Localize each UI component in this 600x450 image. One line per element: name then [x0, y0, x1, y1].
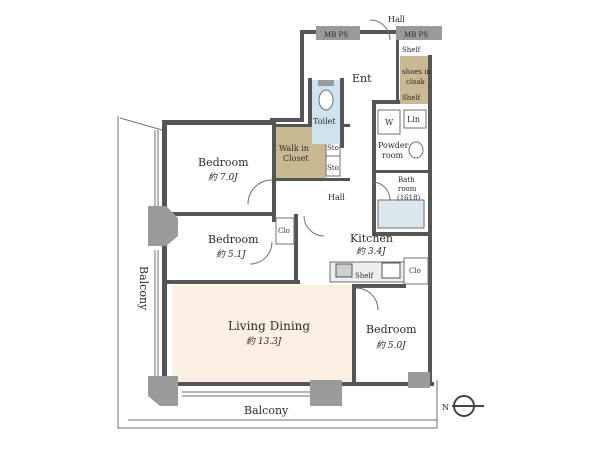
powder-sink	[408, 141, 424, 159]
living-area: 約 13.3J	[246, 336, 283, 347]
toilet-tank	[318, 80, 334, 86]
mbps-right-label: MB PS	[404, 31, 428, 39]
storage-2-label: Sto	[327, 164, 339, 172]
hall-mid-label: Hall	[328, 193, 345, 202]
bedroom3-area: 約 5.0J	[376, 340, 407, 351]
walkin-line1-label: Walk in	[279, 144, 309, 153]
balcony-bottom-label: Balcony	[244, 404, 289, 417]
bedroom2-area: 約 5.1J	[216, 249, 247, 260]
toilet-fixture	[318, 89, 334, 111]
kitchen-label: Kitchen	[350, 232, 393, 245]
kitchen-area: 約 3.4J	[356, 246, 387, 257]
storage-2	[325, 155, 341, 177]
linen	[403, 109, 427, 129]
shoes-line1-label: shoes in	[402, 68, 432, 76]
walkin-line2-label: Closet	[283, 154, 309, 163]
north-compass	[452, 395, 484, 417]
toilet-label: Toilet	[313, 117, 336, 126]
bath-line2-label: room	[398, 185, 417, 193]
powder-line2-label: room	[382, 151, 403, 160]
shoes-line2-label: cloak	[406, 78, 426, 86]
kitchen-stove	[381, 262, 401, 279]
balcony-left-label: Balcony	[137, 266, 150, 311]
laundry-w	[377, 109, 401, 135]
mbps-left-label: MB PS	[324, 31, 348, 39]
bedroom2-closet-label: Clo	[278, 227, 290, 235]
kitchen-sink	[335, 263, 353, 278]
linen-label: Lin	[407, 115, 420, 124]
living-label: Living Dining	[228, 319, 310, 333]
bedroom1-area: 約 7.0J	[208, 172, 239, 183]
bedroom1-label: Bedroom	[198, 156, 249, 169]
windows-left	[154, 130, 310, 397]
kitchen-shelf-label: Shelf	[355, 272, 375, 280]
shoe-cloak	[400, 56, 428, 104]
bedroom2-closet	[275, 217, 295, 245]
shelf-mid-label: Shelf	[402, 94, 422, 102]
bath-line1-label: Bath	[398, 176, 415, 184]
powder-line1-label: Powder	[378, 141, 409, 150]
washer-label: W	[385, 118, 394, 127]
shelf-top-label: Shelf	[402, 46, 422, 54]
bedroom3-label: Bedroom	[366, 323, 417, 336]
doors	[247, 19, 391, 311]
kitchen-closet-label: Clo	[409, 267, 421, 275]
storage-1-label: Sto	[327, 144, 339, 152]
living-dining-floor	[172, 285, 352, 385]
bathtub	[377, 199, 425, 229]
bath-line3-label: (1618)	[397, 194, 421, 202]
north-label: N	[442, 403, 449, 412]
kitchen-closet	[403, 257, 429, 285]
bedroom2-label: Bedroom	[208, 233, 259, 246]
hall-top-label: Hall	[388, 15, 405, 24]
balcony-outline	[117, 116, 438, 429]
entrance-label: Ent	[352, 72, 372, 85]
columns	[148, 26, 442, 406]
